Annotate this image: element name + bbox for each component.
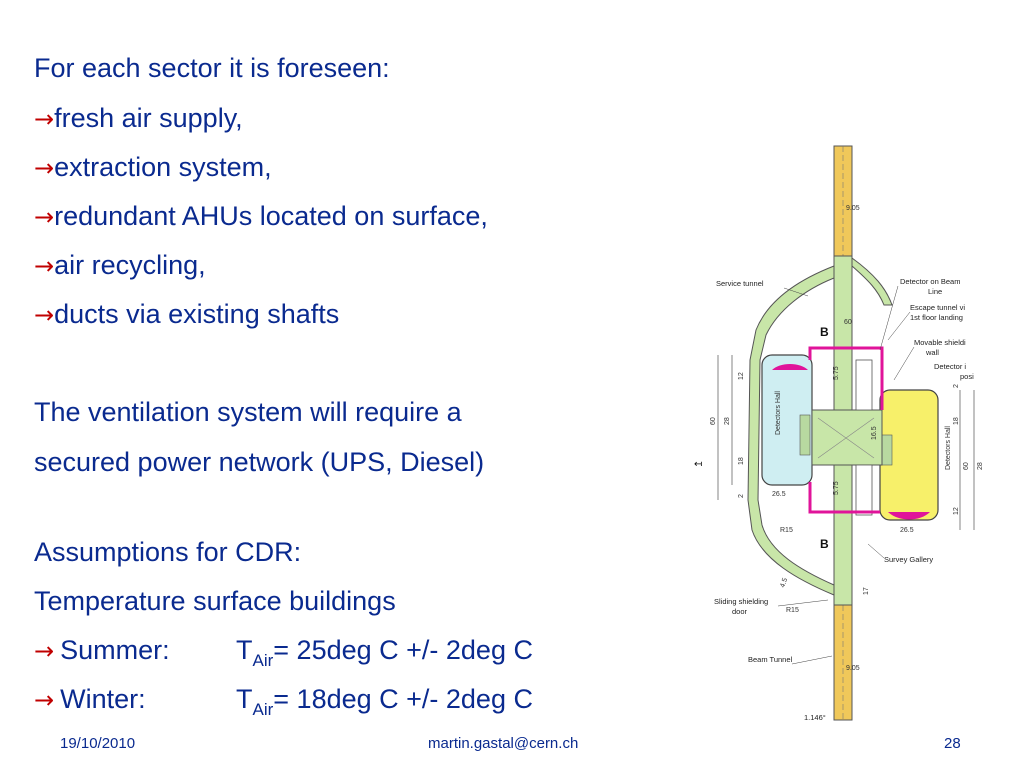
dim-265-left: 26.5 [772, 491, 786, 498]
intro-line: For each sector it is foreseen: [34, 53, 390, 83]
dim-60-left: 60 [710, 417, 717, 425]
winter-line: →Winter: TAir= 18deg C +/- 2deg C [34, 683, 533, 719]
dim-45: 4.5 [779, 577, 789, 589]
assumptions-heading: Assumptions for CDR: [34, 537, 302, 567]
escape-tunnel [851, 257, 893, 306]
section-b-bottom: B [820, 537, 829, 551]
section-b-top: B [820, 325, 829, 339]
dim-28-left: 28 [724, 417, 731, 425]
dim-905-top: 9.05 [846, 205, 860, 212]
summer-temp: TAir= 25deg C +/- 2deg C [236, 635, 533, 670]
winter-label: Winter: [60, 684, 146, 714]
dim-r15-bottom: R15 [786, 607, 799, 614]
dim-575-b: 5.75 [833, 481, 840, 495]
label-first-floor: 1st floor landing [910, 313, 963, 322]
label-survey-gallery: Survey Gallery [884, 555, 933, 564]
dim-12-right: 12 [953, 507, 960, 515]
dim-2-left: 2 [738, 494, 745, 498]
label-service-tunnel: Service tunnel [716, 279, 764, 288]
dim-575-a: 5.75 [833, 366, 840, 380]
arrow-icon: → [34, 301, 55, 329]
dim-905-bottom: 9.05 [846, 665, 860, 672]
label-line: Line [928, 287, 942, 296]
label-angle: 1.146° [804, 713, 826, 722]
winter-temp: TAir= 18deg C +/- 2deg C [236, 684, 533, 719]
service-tunnel [747, 265, 835, 596]
dim-18-left: 18 [738, 457, 745, 465]
dim-28-right: 28 [977, 462, 984, 470]
label-detector-on-beam: Detector on Beam [900, 277, 960, 286]
label-wall: wall [925, 348, 939, 357]
bullet-ahu: →redundant AHUs located on surface, [34, 201, 488, 231]
bullet-extraction: →extraction system, [34, 152, 272, 182]
bullet-ducts: →ducts via existing shafts [34, 299, 340, 329]
footer-date: 19/10/2010 [60, 735, 136, 752]
dim-12-left: 12 [738, 372, 745, 380]
left-hall-label: Detectors Hall [775, 391, 782, 435]
arrow-icon: → [34, 105, 55, 133]
footer-email: martin.gastal@cern.ch [428, 735, 579, 752]
label-sliding-door: Sliding shielding [714, 597, 768, 606]
right-hall-label: Detectors Hall [945, 426, 952, 470]
bullet-fresh-air: →fresh air supply, [34, 103, 243, 133]
bullet-recycling: →air recycling, [34, 250, 206, 280]
label-beam-tunnel: Beam Tunnel [748, 655, 793, 664]
label-door: door [732, 607, 748, 616]
summer-line: →Summer: TAir= 25deg C +/- 2deg C [34, 634, 533, 670]
label-escape-tunnel: Escape tunnel vi [910, 303, 965, 312]
power-line-2: secured power network (UPS, Diesel) [34, 447, 485, 477]
dim-r15-top: R15 [780, 527, 793, 534]
dim-17: 17 [863, 587, 870, 595]
label-movable-shield: Movable shieldi [914, 338, 966, 347]
north-marker-icon: ↤ [694, 459, 702, 470]
power-line-1: The ventilation system will require a [34, 397, 462, 427]
arrow-icon: → [34, 637, 55, 665]
arrow-icon: → [34, 252, 55, 280]
label-posi: posi [960, 372, 974, 381]
arrow-icon: → [34, 686, 55, 714]
dim-18-right: 18 [953, 417, 960, 425]
dim-2-right: 2 [953, 384, 960, 388]
cavern-layout-diagram: 9.05 9.05 Detectors Hall Detectors Hall … [694, 145, 984, 722]
dim-60-top: 60 [844, 319, 852, 326]
temperature-heading: Temperature surface buildings [34, 586, 396, 616]
magenta-outline [808, 346, 884, 410]
dim-265-right: 26.5 [900, 527, 914, 534]
arrow-icon: → [34, 154, 55, 182]
footer-page-number: 28 [944, 735, 961, 752]
dim-60-right: 60 [963, 462, 970, 470]
left-hall-platform [772, 364, 808, 370]
arrow-icon: → [34, 203, 55, 231]
right-hall-platform [888, 512, 930, 520]
label-detector-in: Detector i [934, 362, 966, 371]
dim-165: 16.5 [871, 426, 878, 440]
summer-label: Summer: [60, 635, 170, 665]
